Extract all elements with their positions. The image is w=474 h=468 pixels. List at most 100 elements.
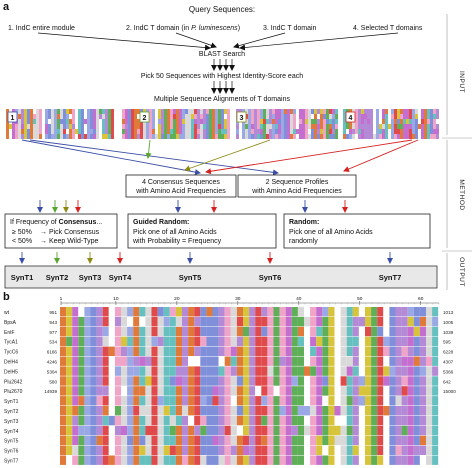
residue-cell xyxy=(243,307,250,317)
residue-cell xyxy=(346,396,353,406)
residue-cell xyxy=(108,396,115,406)
msa-cell xyxy=(323,119,326,124)
residue-cell xyxy=(291,396,298,406)
residue-cell xyxy=(206,326,213,337)
residue-cell xyxy=(243,455,250,465)
residue-cell xyxy=(108,435,115,446)
side-label-input: INPUT xyxy=(458,71,465,93)
residue-cell xyxy=(224,406,231,416)
msa-cell xyxy=(78,119,81,124)
msa-cell xyxy=(284,134,287,139)
msa-cell xyxy=(332,134,335,139)
msa-cell xyxy=(137,119,140,124)
residue-cell xyxy=(279,326,286,337)
residue-cell xyxy=(243,316,250,327)
msa-cell xyxy=(111,119,114,124)
residue-cell xyxy=(230,396,237,406)
residue-cell xyxy=(96,425,103,436)
residue-cell xyxy=(352,435,359,446)
residue-cell xyxy=(114,316,121,327)
residue-cell xyxy=(340,425,347,436)
residue-cell xyxy=(243,346,250,356)
residue-cell xyxy=(60,425,67,436)
residue-cell xyxy=(249,366,256,376)
residue-cell xyxy=(389,445,396,455)
msa-cell xyxy=(125,134,128,139)
msa-cell xyxy=(131,124,134,129)
residue-cell xyxy=(145,356,152,366)
msa-cell xyxy=(433,134,436,139)
msa-cell xyxy=(427,129,430,134)
msa-cell xyxy=(42,114,45,119)
residue-cell xyxy=(334,386,341,396)
msa-cell xyxy=(355,129,358,134)
msa-cell xyxy=(427,119,430,124)
msa-cell xyxy=(248,129,251,134)
msa-cell xyxy=(400,114,403,119)
residue-cell xyxy=(157,406,164,416)
residue-cell xyxy=(121,356,128,366)
residue-cell xyxy=(377,356,384,366)
residue-cell xyxy=(328,366,335,376)
msa-cell xyxy=(54,114,57,119)
residue-cell xyxy=(60,307,67,317)
residue-cell xyxy=(169,376,176,386)
residue-cell xyxy=(96,386,103,396)
residue-cell xyxy=(279,386,286,396)
msa-cell xyxy=(170,124,173,129)
residue-cell xyxy=(395,455,402,465)
row-end: 5366 xyxy=(443,369,454,374)
msa-cell xyxy=(161,114,164,119)
msa-cell xyxy=(436,129,439,134)
msa-cell xyxy=(299,134,302,139)
residue-cell xyxy=(72,316,79,327)
msa-cell xyxy=(170,114,173,119)
row-end: 1039 xyxy=(443,330,454,335)
msa-cell xyxy=(269,134,272,139)
msa-cell xyxy=(266,114,269,119)
residue-cell xyxy=(395,336,402,347)
msa-cell xyxy=(111,134,114,139)
residue-cell xyxy=(383,425,390,436)
ruler-tick-label: 40 xyxy=(296,296,302,302)
residue-cell xyxy=(371,415,378,426)
residue-cell xyxy=(200,366,207,376)
residue-cell xyxy=(175,386,182,396)
residue-cell xyxy=(401,366,408,376)
residue-cell xyxy=(212,366,219,376)
residue-cell xyxy=(304,326,311,337)
msa-cell xyxy=(209,109,212,114)
output-label-synt1: SynT1 xyxy=(11,273,34,282)
residue-cell xyxy=(273,435,280,446)
residue-cell xyxy=(224,346,231,356)
residue-cell xyxy=(285,307,292,317)
msa-cell xyxy=(335,124,338,129)
msa-cell xyxy=(51,129,54,134)
residue-cell xyxy=(114,336,121,347)
residue-cell xyxy=(139,366,146,376)
msa-cell xyxy=(72,109,75,114)
msa-cell xyxy=(42,109,45,114)
msa-cell xyxy=(314,114,317,119)
residue-cell xyxy=(133,356,140,366)
residue-cell xyxy=(316,376,323,386)
msa-cell xyxy=(317,109,320,114)
residue-cell xyxy=(114,376,121,386)
msa-cell xyxy=(69,124,72,129)
msa-cell xyxy=(203,124,206,129)
msa-cell xyxy=(421,134,424,139)
residue-cell xyxy=(139,386,146,396)
residue-cell xyxy=(194,396,201,406)
residue-cell xyxy=(230,376,237,386)
msa-cell xyxy=(21,109,24,114)
msa-cell xyxy=(96,134,99,139)
residue-cell xyxy=(316,406,323,416)
residue-cell xyxy=(90,455,97,465)
residue-cell xyxy=(66,326,73,337)
msa-cell xyxy=(332,119,335,124)
residue-cell xyxy=(365,455,372,465)
msa-cell xyxy=(173,109,176,114)
residue-cell xyxy=(310,435,317,446)
msa-cell xyxy=(45,129,48,134)
msa-cell xyxy=(155,119,158,124)
